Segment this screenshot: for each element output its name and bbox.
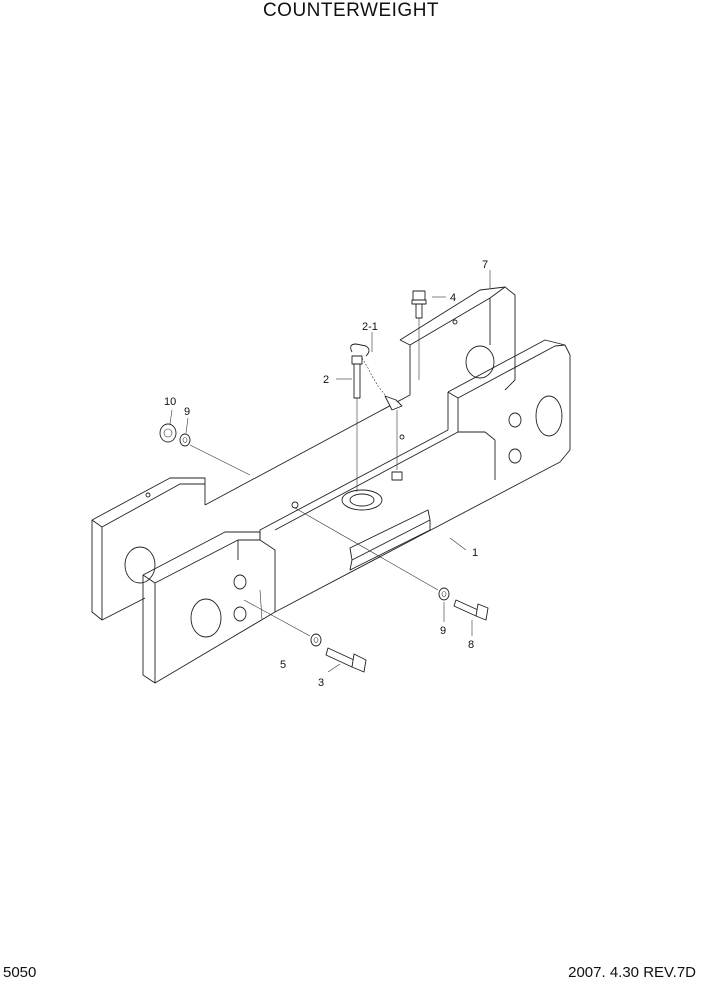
washer-5 (310, 633, 322, 647)
leader-lines (169, 270, 491, 673)
lifting-pin (350, 343, 370, 399)
nut-10 (159, 423, 177, 443)
callout-9a: 9 (184, 406, 190, 418)
page-title: COUNTERWEIGHT (262, 0, 440, 21)
page-number: 5050 (3, 964, 37, 981)
callout-10: 10 (164, 396, 176, 408)
pin-chain (361, 357, 403, 411)
callout-labels: 7 4 2-1 2 10 9 1 9 8 5 3 (164, 259, 488, 689)
bolt-8 (453, 599, 489, 621)
bolt-3 (325, 647, 367, 673)
washer-9-upper (179, 433, 191, 447)
callout-7: 7 (482, 259, 488, 271)
front-counterweight-block (142, 339, 571, 684)
callout-5: 5 (280, 659, 286, 671)
square-nut (391, 471, 403, 481)
rear-counterweight-block (91, 286, 516, 621)
washer-9-lower (438, 587, 450, 601)
callout-3: 3 (318, 677, 324, 689)
top-bolt (411, 290, 427, 319)
callout-1: 1 (472, 547, 478, 559)
revision-date: 2007. 4.30 REV.7D (568, 964, 696, 981)
callout-9b: 9 (440, 625, 446, 637)
callout-2-1: 2-1 (362, 321, 378, 333)
callout-8: 8 (468, 639, 474, 651)
callout-4: 4 (450, 292, 456, 304)
callout-2: 2 (323, 374, 329, 386)
